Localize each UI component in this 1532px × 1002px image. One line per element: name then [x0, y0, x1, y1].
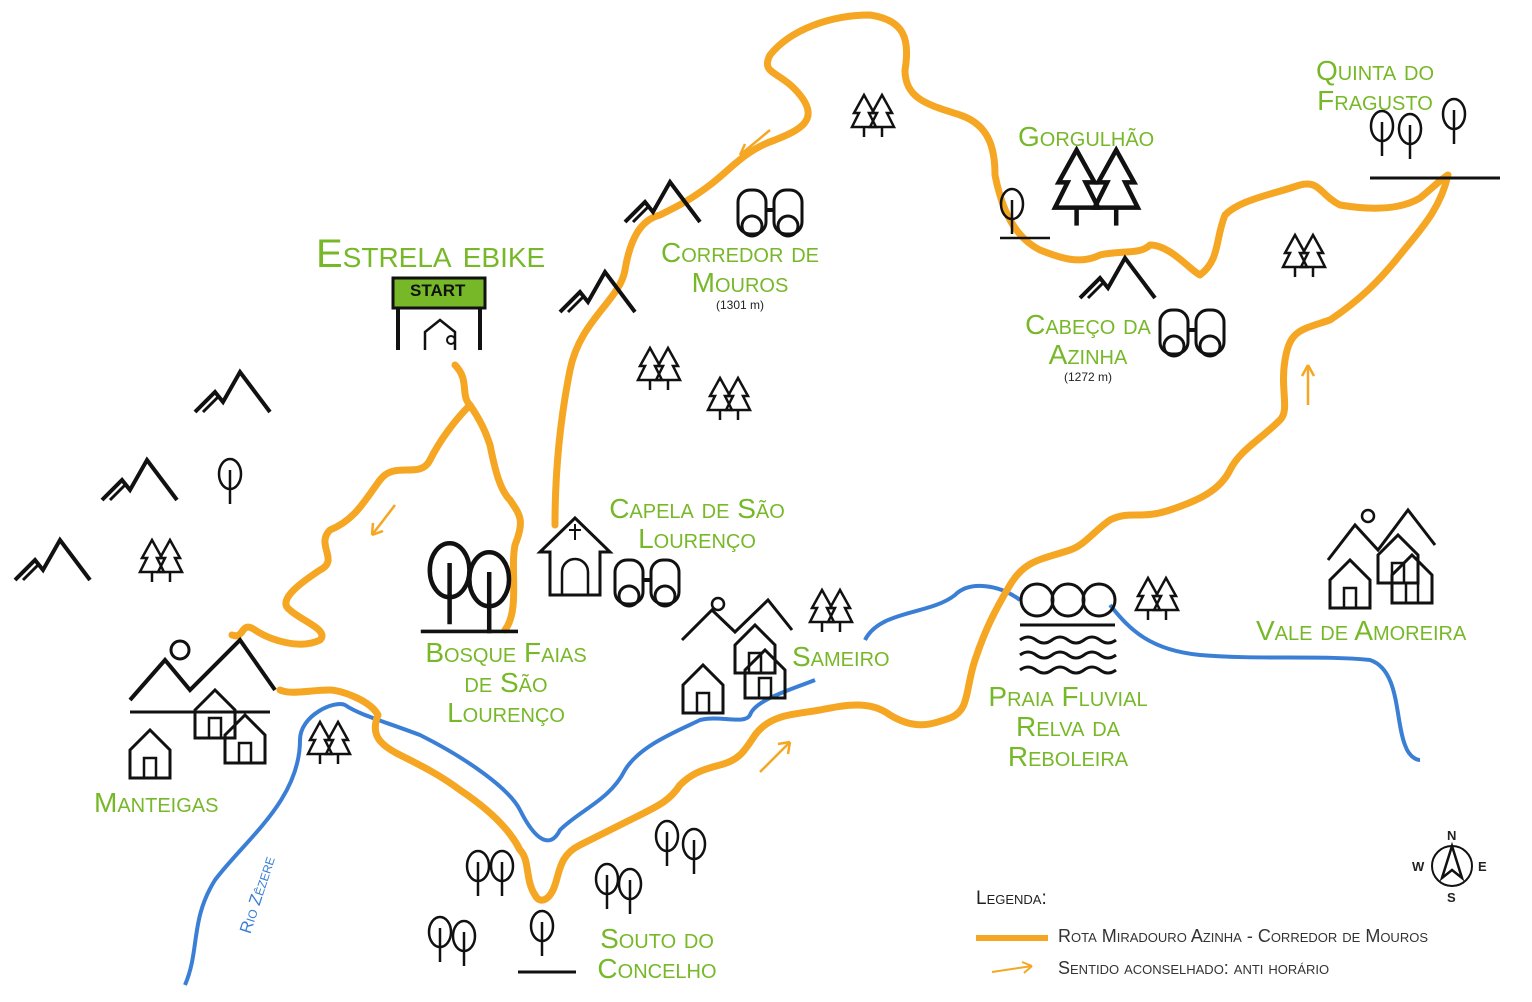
quinta-label-line2: Fragusto — [1317, 85, 1433, 116]
bosque-label: Bosque Faias de São Lourenço — [418, 638, 594, 728]
praia-label: Praia Fluvial Relva da Reboleira — [980, 682, 1156, 772]
bosque-trees-icon — [420, 543, 518, 633]
manteigas-label: Manteigas — [94, 787, 219, 818]
tree-icon — [217, 457, 243, 506]
legend-direction-label: Sentido aconselhado: anti horário — [1058, 958, 1330, 978]
river-zezere — [183, 583, 1421, 986]
cabeco-label: Cabeço da Azinha (1272 m) — [1016, 309, 1160, 385]
souto-label-line2: Concelho — [597, 953, 717, 984]
route-path — [228, 11, 1452, 904]
cabeco-elevation: (1272 m) — [1063, 370, 1113, 384]
corredor-label-line2: Mouros — [691, 267, 789, 298]
quinta-label: Quinta do Fragusto — [1300, 56, 1450, 116]
praia-label-line1: Praia Fluvial — [988, 681, 1148, 712]
pine-trees-icon — [306, 720, 352, 766]
compass-w: W — [1412, 859, 1425, 874]
pine-trees-icon — [706, 376, 752, 422]
manteigas-village-icon — [128, 636, 277, 780]
quinta-label-line1: Quinta do — [1315, 55, 1435, 86]
pine-trees-icon — [138, 538, 184, 584]
capela-label: Capela de São Lourenço — [602, 494, 792, 554]
chapel-icon — [536, 515, 614, 597]
mountain-icon — [100, 458, 179, 502]
trees-icon — [465, 849, 515, 898]
legend-heading: Legenda: — [976, 888, 1047, 909]
quinta-trees-icon — [1369, 97, 1500, 180]
trees-icon — [594, 862, 643, 916]
sameiro-village-icon — [680, 596, 794, 715]
pine-trees-icon — [808, 588, 854, 634]
compass-s: S — [1447, 890, 1456, 905]
corredor-label: Corredor de Mouros (1301 m) — [656, 237, 824, 313]
bosque-label-line2: de São — [464, 667, 548, 698]
pine-trees-icon — [1281, 233, 1327, 279]
corredor-elevation: (1301 m) — [715, 298, 765, 312]
binoculars-icon — [736, 188, 804, 238]
river-beach-icon — [1019, 582, 1117, 675]
sameiro-label: Sameiro — [792, 641, 890, 672]
legend-arrow-icon — [991, 961, 1033, 974]
compass-n: N — [1447, 828, 1457, 843]
start-sign-icon — [391, 276, 487, 350]
vale-village-icon — [1326, 507, 1437, 610]
cabeco-label-line2: Azinha — [1048, 339, 1128, 370]
souto-tree-icon — [518, 909, 576, 974]
mountain-icon — [193, 370, 272, 414]
compass-icon — [1431, 841, 1473, 887]
vale-label: Vale de Amoreira — [1256, 615, 1467, 646]
gorgulhao-forest-icon — [1055, 150, 1138, 226]
direction-arrow — [1300, 364, 1316, 405]
map-title: Estrela ebike — [316, 232, 546, 276]
capela-label-line1: Capela de São — [609, 493, 785, 524]
pine-trees-icon — [850, 93, 896, 139]
mountain-icon — [13, 538, 92, 582]
tree-icon — [999, 187, 1050, 240]
binoculars-icon — [613, 558, 681, 608]
direction-arrow — [759, 740, 792, 773]
trees-icon — [654, 819, 707, 876]
pine-trees-icon — [1134, 576, 1180, 622]
praia-label-line3: Reboleira — [1007, 741, 1129, 772]
start-sign-text: START — [410, 281, 466, 300]
pine-trees-icon — [636, 346, 682, 392]
corredor-label-line1: Corredor de — [660, 237, 819, 268]
direction-arrow — [370, 504, 396, 537]
souto-label: Souto do Concelho — [592, 924, 722, 984]
cabeco-label-line1: Cabeço da — [1025, 309, 1151, 340]
souto-label-line1: Souto do — [600, 923, 714, 954]
direction-arrow — [738, 129, 771, 157]
mountain-icon — [1078, 256, 1157, 300]
gorgulhao-label: Gorgulhão — [1018, 121, 1155, 152]
bosque-label-line1: Bosque Faias — [425, 637, 587, 668]
praia-label-line2: Relva da — [1016, 711, 1120, 742]
compass-e: E — [1478, 859, 1487, 874]
capela-label-line2: Lourenço — [638, 523, 756, 554]
binoculars-icon — [1158, 308, 1226, 358]
bosque-label-line3: Lourenço — [447, 697, 565, 728]
trees-icon — [427, 915, 477, 968]
legend-route-label: Rota Miradouro Azinha - Corredor de Mour… — [1058, 926, 1428, 946]
